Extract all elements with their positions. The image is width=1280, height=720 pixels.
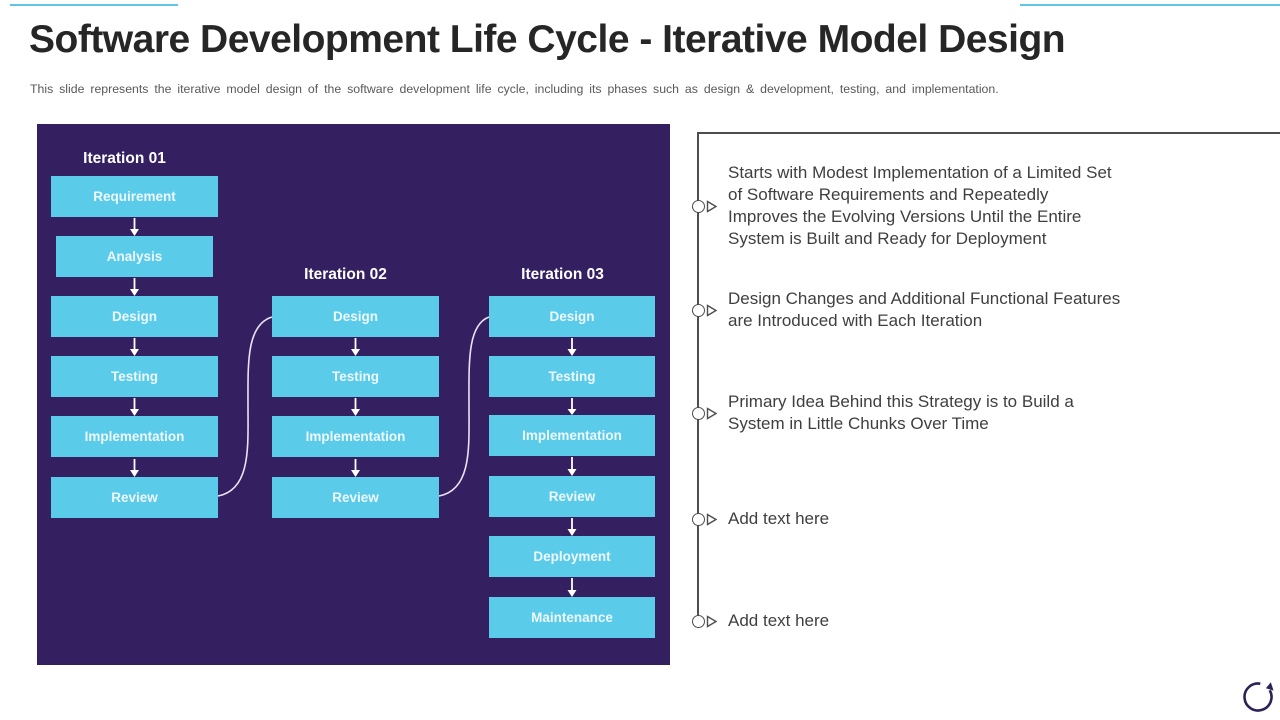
iteration-title-01: Iteration 01 xyxy=(83,150,166,167)
vertical-guide-line xyxy=(697,132,699,616)
iteration-title-03: Iteration 03 xyxy=(521,266,604,283)
bullet-line: System is Built and Ready for Deployment xyxy=(728,229,1047,248)
bullet-line: of Software Requirements and Repeatedly xyxy=(728,185,1049,204)
add-text-placeholder[interactable]: Add text here xyxy=(728,508,829,530)
bullet-line: System in Little Chunks Over Time xyxy=(728,414,989,433)
triangle-marker-icon xyxy=(706,615,718,628)
bullet-line: Add text here xyxy=(728,509,830,528)
flow-step-testing: Testing xyxy=(272,356,439,397)
iteration-cycle-icon xyxy=(1243,682,1274,712)
add-text-placeholder[interactable]: Add text here xyxy=(728,610,829,632)
bullet-line: are Introduced with Each Iteration xyxy=(728,311,983,330)
flow-step-review: Review xyxy=(51,477,218,518)
accent-line-right xyxy=(1020,4,1280,6)
circle-marker-icon xyxy=(691,406,705,420)
flow-step-deployment: Deployment xyxy=(489,536,655,577)
flow-step-design: Design xyxy=(272,296,439,337)
triangle-marker-icon xyxy=(706,513,718,526)
flow-step-implementation: Implementation xyxy=(51,416,218,457)
bullet-line: Add text here xyxy=(728,611,830,630)
accent-line-left xyxy=(10,4,178,6)
circle-marker-icon xyxy=(691,512,705,526)
iteration-title-02: Iteration 02 xyxy=(304,266,387,283)
flow-step-review: Review xyxy=(489,476,655,517)
page-title: Software Development Life Cycle - Iterat… xyxy=(29,18,1066,61)
bullet-line: Improves the Evolving Versions Until the… xyxy=(728,207,1082,226)
flow-step-design: Design xyxy=(51,296,218,337)
flow-step-maintenance: Maintenance xyxy=(489,597,655,638)
flow-step-analysis: Analysis xyxy=(56,236,213,277)
triangle-marker-icon xyxy=(706,407,718,420)
flow-step-review: Review xyxy=(272,477,439,518)
flow-step-implementation: Implementation xyxy=(489,415,655,456)
flow-step-testing: Testing xyxy=(51,356,218,397)
circle-marker-icon xyxy=(691,303,705,317)
bullet-line: Primary Idea Behind this Strategy is to … xyxy=(728,392,1074,411)
circle-marker-icon xyxy=(691,614,705,628)
page-subtitle: This slide represents the iterative mode… xyxy=(30,82,999,96)
flow-step-implementation: Implementation xyxy=(272,416,439,457)
top-guide-line xyxy=(697,132,1280,134)
flow-step-requirement: Requirement xyxy=(51,176,218,217)
iteration-connector-curve xyxy=(217,316,490,497)
circle-marker-icon xyxy=(691,199,705,213)
triangle-marker-icon xyxy=(706,200,718,213)
triangle-marker-icon xyxy=(706,304,718,317)
flow-step-design: Design xyxy=(489,296,655,337)
bullet-text-3: Primary Idea Behind this Strategy is to … xyxy=(728,391,1074,435)
bullet-text-2: Design Changes and Additional Functional… xyxy=(728,288,1120,332)
bullet-text-1: Starts with Modest Implementation of a L… xyxy=(728,162,1112,250)
bullet-line: Design Changes and Additional Functional… xyxy=(728,289,1121,308)
bullet-line: Starts with Modest Implementation of a L… xyxy=(728,163,1112,182)
flow-step-testing: Testing xyxy=(489,356,655,397)
iteration-diagram-panel: Iteration 01 Requirement Analysis Design… xyxy=(37,124,670,665)
